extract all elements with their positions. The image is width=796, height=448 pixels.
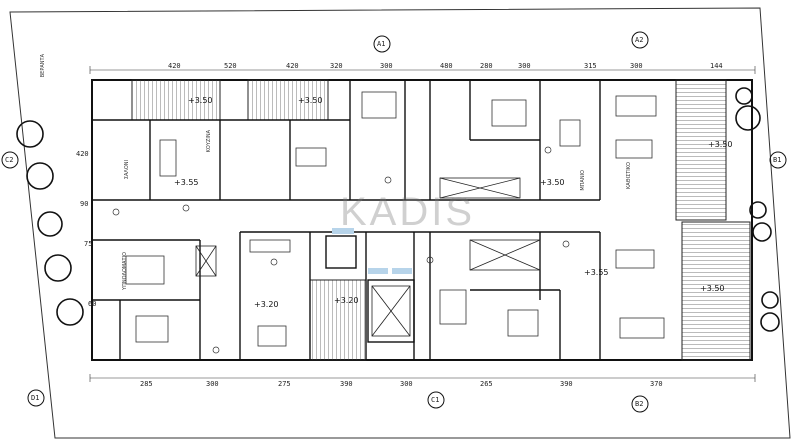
dim-left: 60 [88,300,97,308]
elevation-mark: +3.55 [174,178,199,187]
dim-top: 315 [584,62,597,70]
dim-top: 280 [480,62,493,70]
elevation-mark: +3.50 [298,96,323,105]
dim-left: 90 [80,200,89,208]
room-label: ΒΕΡΑΝΤΑ [40,54,46,78]
veranda-top-mid [247,79,329,121]
section-markers [1,31,787,413]
elevation-mark: +3.50 [708,140,733,149]
dim-top: 320 [330,62,343,70]
lift-door-1 [332,228,354,234]
watermark: KADIS [340,190,476,234]
section-marker-a2: A2 [635,36,644,44]
bottom-dimension-line [89,374,756,382]
trees-right [735,87,780,332]
veranda-right-bottom [681,221,751,361]
lift-door-2 [368,268,388,274]
dim-bottom: 300 [206,380,219,388]
section-marker-d1: D1 [31,394,40,402]
furniture-beds [125,91,539,343]
dim-top: 520 [224,62,237,70]
dim-top: 300 [380,62,393,70]
dim-left: 420 [76,150,89,158]
section-marker-b1: B1 [773,156,782,164]
elevation-mark: +3.20 [334,296,359,305]
section-marker-b2: B2 [635,400,644,408]
dim-left: 75 [84,240,93,248]
dim-top: 300 [630,62,643,70]
room-label: ΥΠΝΟΔΩΜΑΤΙΟ [122,252,128,290]
elevation-mark: +3.55 [584,268,609,277]
dim-bottom: 275 [278,380,291,388]
dim-top: 144 [710,62,723,70]
veranda-bottom-mid [309,279,367,361]
dim-bottom: 390 [340,380,353,388]
room-label: ΚΑΘΙΣΤΙΚΟ [626,162,632,190]
room-label: ΚΟΥΖΙΝΑ [206,130,212,153]
elevation-mark: +3.50 [700,284,725,293]
lift-door-3 [392,268,412,274]
room-label: ΣΑΛΟΝΙ [124,160,130,180]
elevation-mark: +3.50 [188,96,213,105]
dim-top: 480 [440,62,453,70]
furniture-tables [159,95,665,347]
dim-top: 420 [286,62,299,70]
section-marker-a1: A1 [377,40,386,48]
section-marker-c1: C1 [431,396,440,404]
dim-bottom: 300 [400,380,413,388]
section-marker-c2: C2 [5,156,14,164]
plot-boundary [9,7,791,439]
shafts [195,177,541,337]
building-outline [91,79,753,361]
elevation-mark: +3.20 [254,300,279,309]
interior-walls [92,80,601,360]
bathroom-fixtures [112,146,570,354]
dim-top: 300 [518,62,531,70]
dim-bottom: 265 [480,380,493,388]
room-label: ΜΠΑΝΙΟ [580,170,586,191]
top-dimension-line [89,66,756,74]
dim-bottom: 390 [560,380,573,388]
dim-bottom: 285 [140,380,153,388]
dim-top: 420 [168,62,181,70]
trees-left [16,120,84,326]
elevation-mark: +3.50 [540,178,565,187]
dim-bottom: 370 [650,380,663,388]
veranda-right-top [675,79,727,221]
